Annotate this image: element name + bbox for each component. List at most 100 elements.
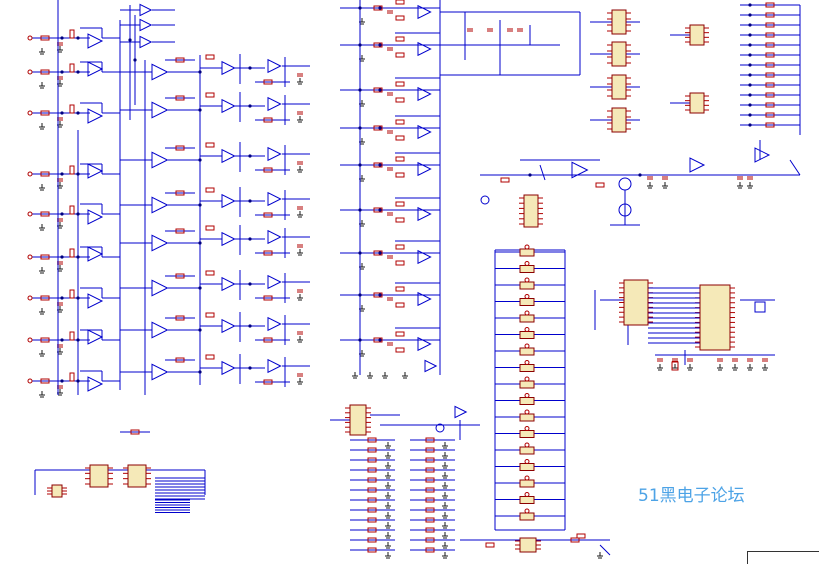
ic-chip	[349, 404, 367, 436]
op-amp-symbol	[417, 291, 432, 307]
junction-dot	[133, 58, 137, 62]
resistor	[425, 487, 435, 493]
junction-dot	[378, 88, 382, 92]
indicator-led	[524, 426, 530, 431]
junction-dot	[248, 366, 252, 370]
resistor	[395, 97, 405, 103]
resistor	[765, 82, 775, 88]
junction-dot	[358, 251, 362, 255]
resistor	[373, 162, 383, 168]
junction-dot	[248, 324, 252, 328]
junction-dot	[748, 3, 752, 7]
junction-dot	[76, 36, 80, 40]
op-amp-symbol	[267, 96, 282, 112]
junction-dot	[248, 282, 252, 286]
resistor	[69, 63, 75, 73]
op-amp-symbol	[221, 231, 236, 247]
crystal	[754, 301, 766, 313]
resistor	[765, 122, 775, 128]
resistor	[425, 517, 435, 523]
wire	[789, 159, 801, 176]
resistor	[395, 331, 405, 337]
wire	[599, 544, 611, 556]
resistor	[205, 187, 215, 193]
op-amp-symbol	[151, 363, 169, 381]
resistor	[765, 42, 775, 48]
op-amp-symbol	[87, 163, 104, 179]
junction-dot	[60, 36, 64, 40]
input-connector	[27, 378, 33, 384]
indicator-led	[524, 277, 530, 283]
op-amp-symbol	[87, 108, 104, 124]
indicator-led	[524, 343, 530, 349]
indicator-led	[524, 360, 530, 365]
junction-dot	[198, 241, 202, 245]
junction-dot	[378, 126, 382, 130]
resistor	[395, 52, 405, 58]
indicator-led	[524, 409, 530, 415]
junction-dot	[378, 43, 382, 47]
op-amp-symbol	[151, 63, 169, 81]
relay-switch	[519, 380, 535, 389]
relay-switch	[519, 347, 535, 356]
junction-dot	[60, 255, 64, 259]
op-amp-symbol	[267, 274, 282, 290]
op-amp-symbol	[267, 191, 282, 207]
resistor	[570, 537, 580, 543]
indicator-led	[524, 294, 530, 299]
resistor	[69, 29, 75, 39]
resistor	[69, 205, 75, 215]
junction-dot	[748, 43, 752, 47]
op-amp-symbol	[139, 18, 153, 32]
resistor	[175, 315, 185, 321]
junction-dot	[198, 108, 202, 112]
resistor	[175, 190, 185, 196]
resistor	[205, 312, 215, 318]
resistor	[263, 167, 273, 173]
indicator-led	[524, 508, 530, 514]
junction-dot	[748, 63, 752, 67]
resistor	[175, 228, 185, 234]
op-amp-symbol	[87, 61, 104, 77]
resistor	[425, 537, 435, 543]
junction-dot	[60, 70, 64, 74]
resistor	[425, 477, 435, 483]
resistor	[765, 32, 775, 38]
relay-switch	[519, 496, 535, 504]
op-amp-symbol	[417, 206, 432, 222]
resistor	[263, 295, 273, 301]
junction-dot	[358, 293, 362, 297]
resistor	[395, 347, 405, 353]
junction-dot	[198, 286, 202, 290]
junction-dot	[198, 70, 202, 74]
junction-dot	[748, 23, 752, 27]
resistor	[425, 457, 435, 463]
schematic-wires	[32, 0, 801, 559]
op-amp-symbol	[454, 405, 468, 419]
resistor	[263, 212, 273, 218]
op-amp-symbol	[139, 35, 153, 49]
resistor	[395, 244, 405, 250]
resistor	[175, 57, 185, 63]
relay-switch	[519, 248, 535, 257]
indicator-led	[524, 475, 530, 481]
op-amp-symbol	[267, 146, 282, 162]
junction-dot	[748, 73, 752, 77]
op-amp-symbol	[417, 124, 432, 140]
junction-dot	[748, 113, 752, 117]
junction-dot	[198, 370, 202, 374]
junction-dot	[358, 126, 362, 130]
resistor	[425, 527, 435, 533]
op-amp-symbol	[417, 86, 432, 102]
title-block-border	[747, 551, 819, 564]
relay-switch	[519, 463, 535, 471]
op-amp-symbol	[87, 33, 104, 49]
junction-dot	[748, 103, 752, 107]
junction-dot	[248, 237, 252, 241]
resistor	[395, 119, 405, 125]
resistor	[40, 171, 50, 177]
input-connector	[27, 35, 33, 41]
relay-switch	[519, 413, 535, 422]
input-connector	[27, 211, 33, 217]
